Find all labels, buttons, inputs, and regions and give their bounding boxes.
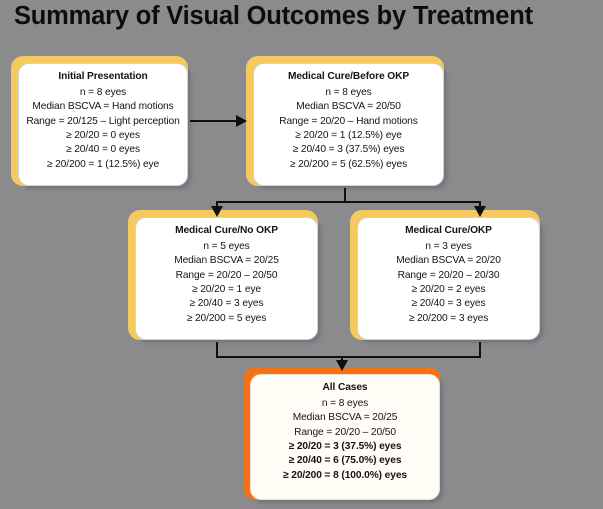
- node-stat-line: ≥ 20/20 = 1 eye: [192, 283, 261, 295]
- arrowhead-right-icon: [236, 115, 247, 127]
- node-stat-line: ≥ 20/40 = 3 eyes: [411, 298, 486, 310]
- arrowhead-down-icon: [336, 360, 348, 371]
- node-stat-line: ≥ 20/200 = 3 eyes: [408, 312, 489, 324]
- node-initial-presentation[interactable]: Initial Presentation n = 8 eyes Median B…: [11, 56, 191, 189]
- node-stat-line: n = 8 eyes: [79, 86, 127, 98]
- node-stat-line: Range = 20/125 – Light perception: [26, 115, 180, 127]
- connector-okp-to-merge: [479, 342, 481, 358]
- node-card: Medical Cure/Before OKP n = 8 eyes Media…: [253, 63, 444, 186]
- node-card: Medical Cure/No OKP n = 5 eyes Median BS…: [135, 217, 318, 340]
- node-stat-line: ≥ 20/40 = 0 eyes: [66, 144, 140, 156]
- node-stat-line: Median BSCVA = 20/25: [292, 412, 398, 424]
- node-medical-cure-no-okp[interactable]: Medical Cure/No OKP n = 5 eyes Median BS…: [128, 210, 321, 343]
- node-stat-line: Median BSCVA = 20/50: [296, 101, 401, 113]
- node-stat-line: ≥ 20/200 = 5 eyes: [186, 312, 267, 324]
- page-title: Summary of Visual Outcomes by Treatment: [14, 2, 533, 30]
- node-stat-line: ≥ 20/40 = 3 (37.5%) eyes: [292, 144, 405, 156]
- connector-split-to-no-okp: [216, 201, 218, 210]
- node-title: Medical Cure/OKP: [405, 225, 492, 236]
- connector-merge-bar: [216, 356, 481, 358]
- node-title: Initial Presentation: [58, 71, 148, 82]
- node-stat-line: ≥ 20/200 = 1 (12.5%) eye: [46, 158, 160, 170]
- node-stat-line: n = 8 eyes: [321, 397, 369, 409]
- node-stat-line: n = 3 eyes: [425, 240, 472, 252]
- node-title: Medical Cure/Before OKP: [287, 71, 410, 82]
- connector-no-okp-to-merge: [216, 342, 218, 358]
- node-stat-line: Range = 20/20 – 20/30: [397, 269, 500, 281]
- connector-split-to-okp: [479, 201, 481, 210]
- node-stat-line: ≥ 20/20 = 2 eyes: [411, 283, 486, 295]
- node-stat-line: n = 5 eyes: [203, 240, 250, 252]
- node-stat-line: ≥ 20/200 = 8 (100.0%) eyes: [283, 469, 407, 481]
- node-stat-line: Median BSCVA = Hand motions: [32, 101, 174, 113]
- node-title: All Cases: [322, 382, 368, 393]
- node-stat-line: Range = 20/20 – 20/50: [294, 426, 396, 438]
- node-stat-line: Range = 20/20 – 20/50: [175, 269, 278, 281]
- node-stat-line: n = 8 eyes: [325, 86, 372, 98]
- node-stat-line: Median BSCVA = 20/20: [396, 255, 501, 267]
- node-stat-line: ≥ 20/200 = 5 (62.5%) eyes: [289, 158, 408, 170]
- connector-initial-to-before-okp: [190, 120, 237, 122]
- connector-before-okp-stem: [344, 188, 346, 203]
- arrowhead-down-icon: [474, 206, 486, 217]
- arrowhead-down-icon: [211, 206, 223, 217]
- node-card: Initial Presentation n = 8 eyes Median B…: [18, 63, 188, 186]
- node-card: All Cases n = 8 eyes Median BSCVA = 20/2…: [250, 374, 440, 500]
- node-stat-line: Median BSCVA = 20/25: [174, 255, 279, 267]
- node-stat-line: ≥ 20/20 = 1 (12.5%) eye: [295, 129, 402, 141]
- connector-split-bar: [216, 201, 481, 203]
- node-medical-cure-before-okp[interactable]: Medical Cure/Before OKP n = 8 eyes Media…: [246, 56, 447, 189]
- node-all-cases[interactable]: All Cases n = 8 eyes Median BSCVA = 20/2…: [243, 367, 443, 503]
- node-medical-cure-okp[interactable]: Medical Cure/OKP n = 3 eyes Median BSCVA…: [350, 210, 543, 343]
- node-stat-line: ≥ 20/40 = 6 (75.0%) eyes: [288, 455, 402, 467]
- node-stat-line: Range = 20/20 – Hand motions: [279, 115, 418, 127]
- node-stat-line: ≥ 20/40 = 3 eyes: [189, 298, 264, 310]
- node-title: Medical Cure/No OKP: [175, 225, 278, 236]
- node-card: Medical Cure/OKP n = 3 eyes Median BSCVA…: [357, 217, 540, 340]
- node-stat-line: ≥ 20/20 = 0 eyes: [66, 129, 140, 141]
- node-stat-line: ≥ 20/20 = 3 (37.5%) eyes: [288, 440, 402, 452]
